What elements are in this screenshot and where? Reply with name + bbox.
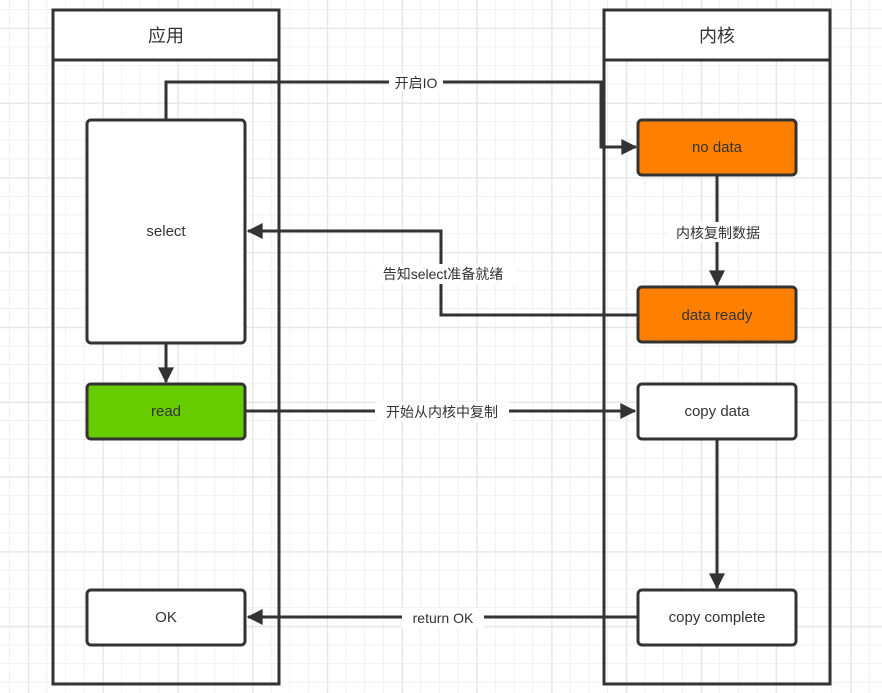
- label-bg-return-ok: [402, 608, 484, 628]
- node-no-data-label: no data: [692, 139, 743, 156]
- label-bg-open-io: [389, 73, 443, 91]
- label-bg-start-copy: [375, 402, 509, 422]
- lane-app-header: [51, 8, 281, 62]
- label-notify-ready: 告知select准备就绪: [383, 266, 504, 282]
- node-ok[interactable]: OK: [85, 588, 247, 647]
- node-data-ready[interactable]: data ready: [636, 285, 798, 344]
- node-no-data[interactable]: no data: [636, 118, 798, 177]
- lane-app: 应用: [51, 8, 281, 686]
- label-open-io: 开启IO: [395, 75, 438, 91]
- lane-app-title: 应用: [148, 26, 184, 46]
- node-read-label: read: [151, 403, 181, 420]
- node-select[interactable]: select: [85, 118, 247, 345]
- label-bg-notify-ready: [370, 264, 516, 284]
- lane-kernel-header: [602, 8, 832, 62]
- node-select-label: select: [146, 223, 186, 240]
- label-start-copy: 开始从内核中复制: [386, 404, 498, 420]
- edge-open-io[interactable]: [164, 80, 638, 155]
- node-ok-label: OK: [155, 609, 177, 626]
- node-copy-complete[interactable]: copy complete: [636, 588, 798, 647]
- lane-kernel: 内核: [602, 8, 832, 686]
- node-copy-data[interactable]: copy data: [636, 382, 798, 441]
- node-read[interactable]: read: [85, 382, 247, 441]
- edges: [158, 80, 725, 625]
- node-copy-complete-label: copy complete: [669, 609, 766, 626]
- lane-kernel-title: 内核: [699, 26, 735, 46]
- label-bg-kernel-copy: [668, 222, 768, 242]
- edge-labels: 开启IO 内核复制数据 告知select准备就绪 开始从内核中复制 return…: [370, 73, 768, 628]
- label-kernel-copy: 内核复制数据: [676, 225, 760, 241]
- node-data-ready-label: data ready: [682, 307, 753, 324]
- label-return-ok: return OK: [413, 610, 474, 626]
- node-copy-data-label: copy data: [684, 403, 750, 420]
